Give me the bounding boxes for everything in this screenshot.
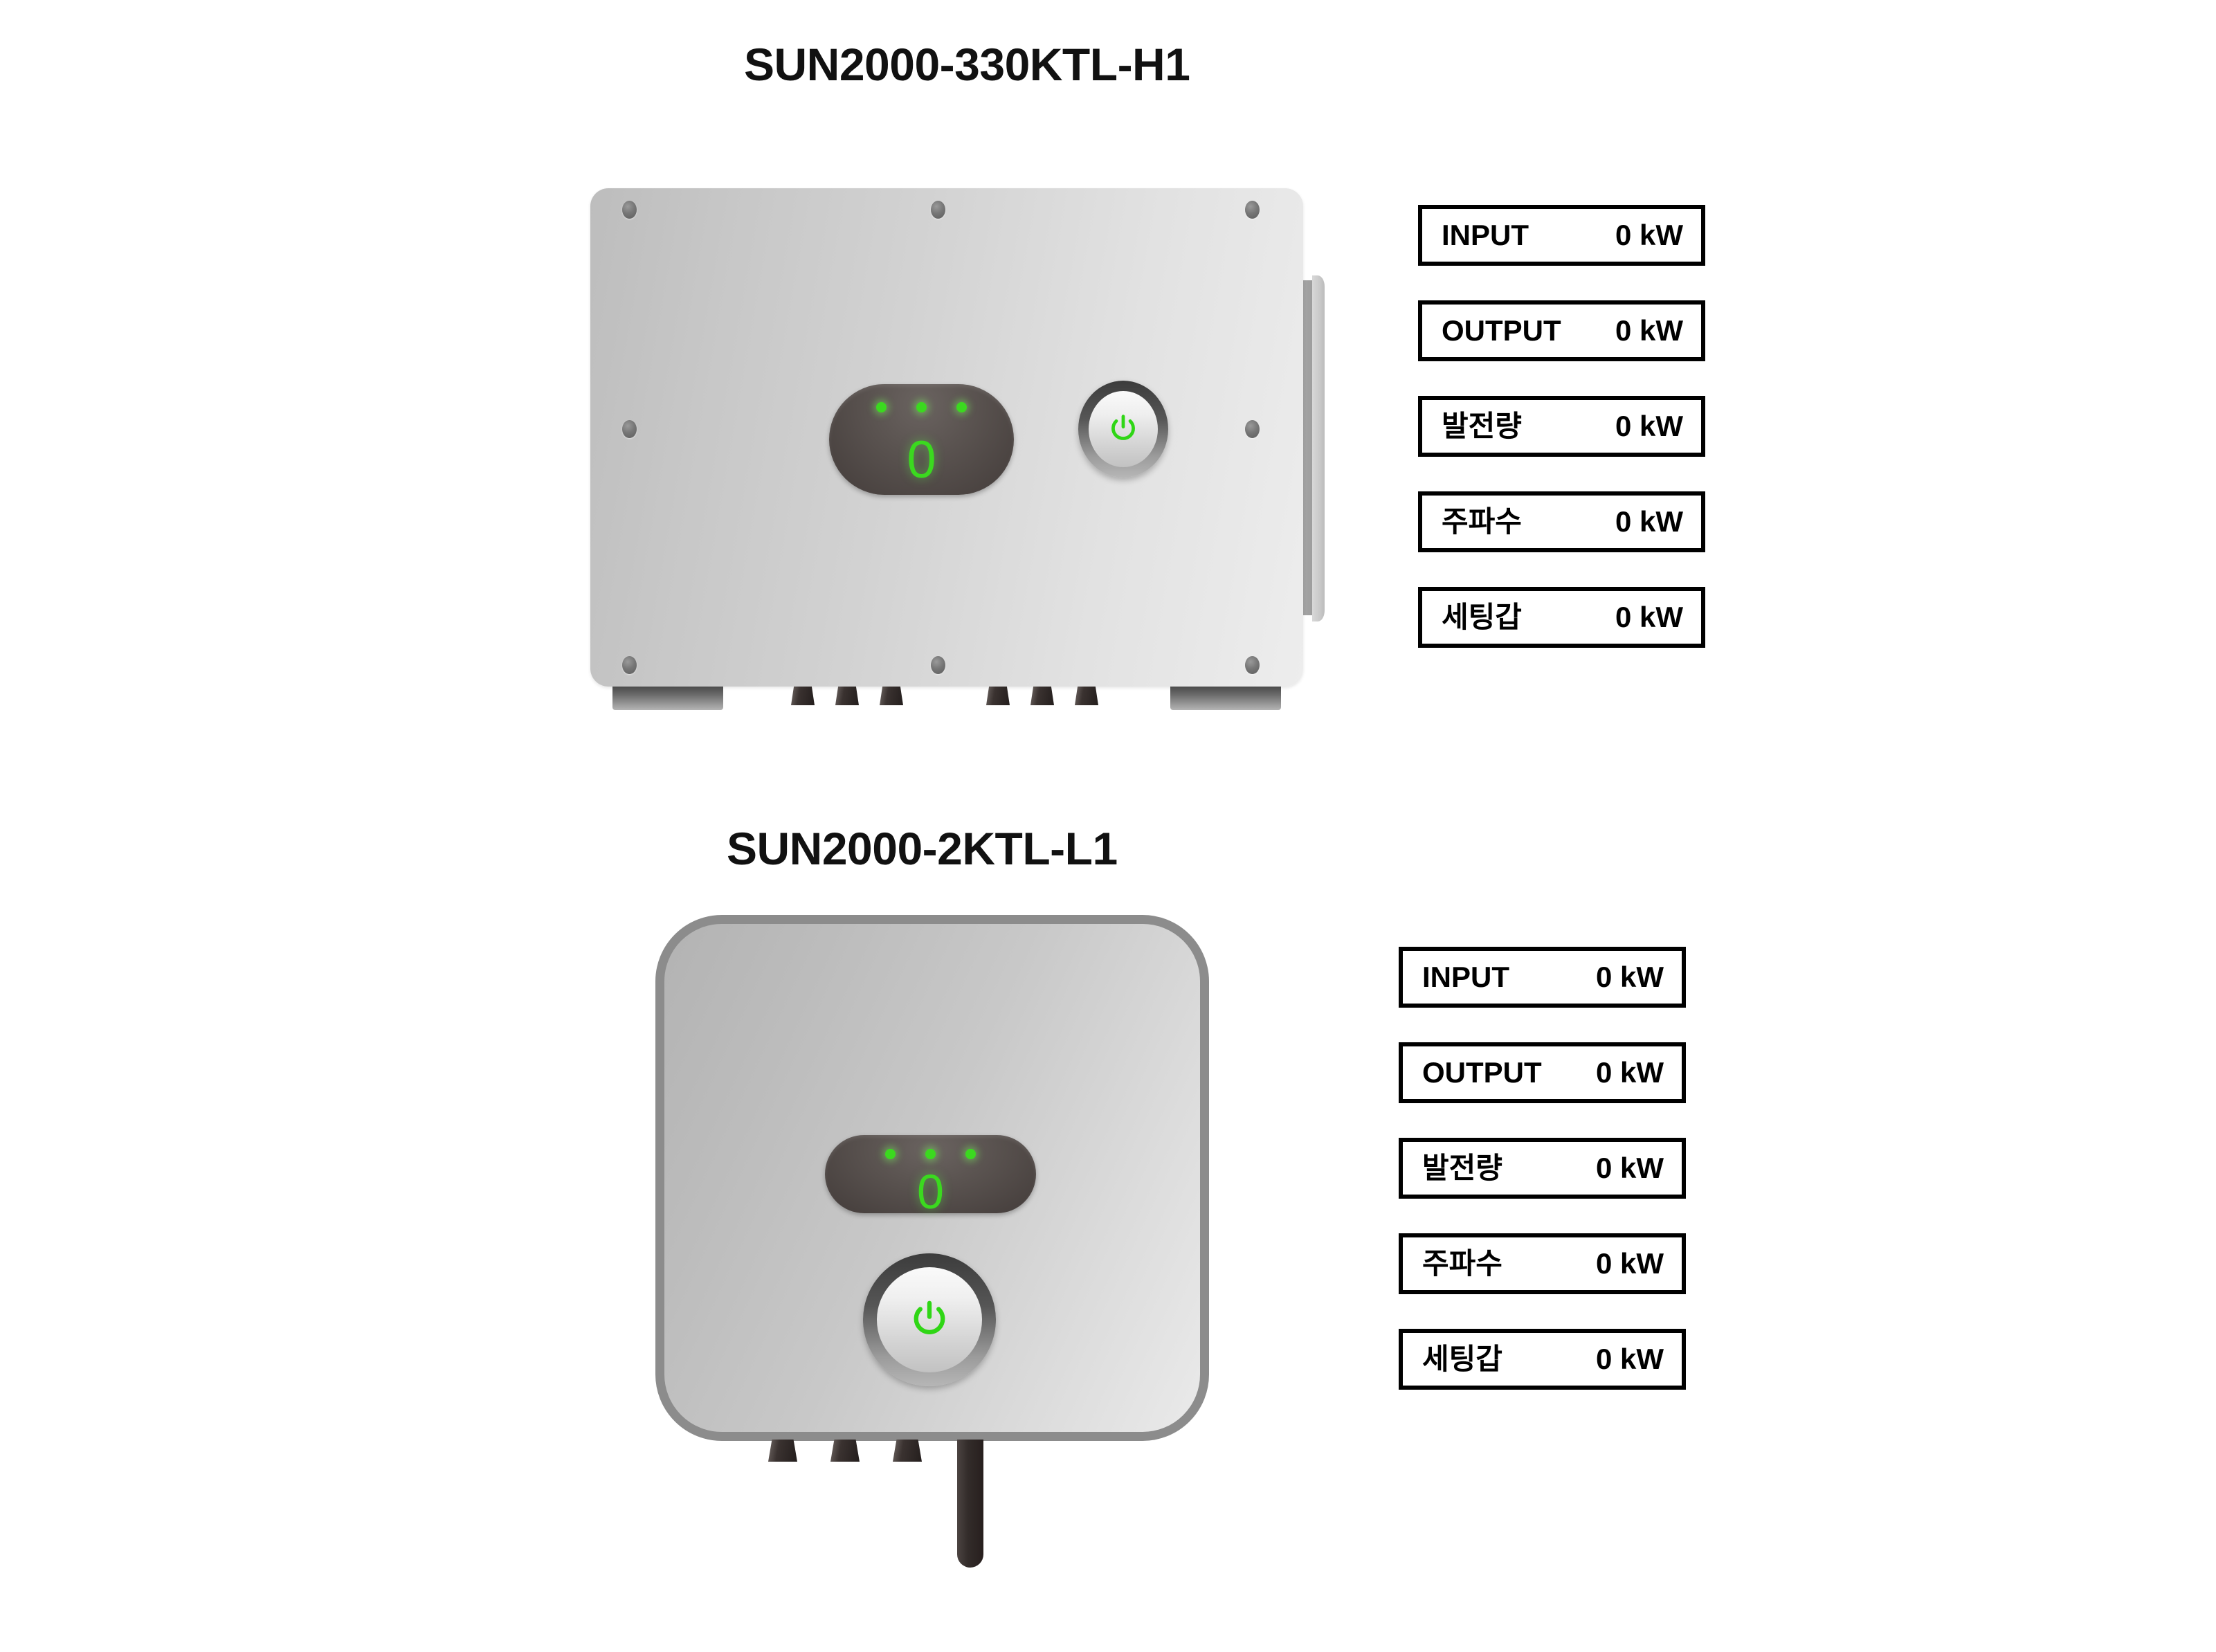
dc-connector [1030, 687, 1054, 705]
screw [1245, 201, 1260, 219]
led-indicator-2 [925, 1149, 936, 1159]
inverter-chassis: 0 [655, 915, 1209, 1441]
screw [1245, 420, 1260, 438]
readout-value: 0 kW [1595, 1343, 1664, 1375]
screw [622, 420, 637, 438]
readout-label: 주파수 [1442, 505, 1522, 538]
dc-connector [893, 1440, 922, 1462]
chassis-foot-right [1170, 687, 1281, 710]
device-title-bottom: SUN2000-2KTL-L1 [727, 823, 1118, 874]
power-icon [914, 1300, 945, 1335]
readout-label: 발전량 [1442, 410, 1522, 442]
readout-label: INPUT [1422, 961, 1509, 993]
readout-label: OUTPUT [1422, 1056, 1542, 1089]
inverter-330ktl-h1: 0 [590, 188, 1338, 728]
readout-row: INPUT 0 kW [1399, 947, 1686, 1008]
dc-connector [986, 687, 1010, 705]
readout-panel-top: INPUT 0 kW OUTPUT 0 kW 발전량 0 kW 주파수 0 kW… [1418, 205, 1705, 648]
readout-value: 0 kW [1615, 410, 1683, 442]
readout-value: 0 kW [1615, 314, 1683, 347]
screw [622, 656, 637, 674]
readout-value: 0 kW [1595, 961, 1664, 993]
readout-label: 세팅갑 [1422, 1343, 1502, 1375]
readout-row: OUTPUT 0 kW [1399, 1042, 1686, 1103]
readout-row: 주파수 0 kW [1399, 1233, 1686, 1294]
readout-value: 0 kW [1595, 1056, 1664, 1089]
dc-connector [1075, 687, 1098, 705]
readout-panel-bottom: INPUT 0 kW OUTPUT 0 kW 발전량 0 kW 주파수 0 kW… [1399, 947, 1686, 1390]
ac-output-cable [957, 1440, 983, 1568]
readout-row: INPUT 0 kW [1418, 205, 1705, 266]
status-display-panel: 0 [825, 1135, 1036, 1219]
dc-connector [791, 687, 815, 705]
readout-row: 주파수 0 kW [1418, 491, 1705, 552]
display-digit: 0 [907, 430, 936, 489]
readout-row: 발전량 0 kW [1418, 396, 1705, 457]
led-indicator-1 [885, 1149, 896, 1159]
dc-connector [768, 1440, 797, 1462]
led-indicator-3 [956, 402, 967, 412]
readout-label: 세팅갑 [1442, 601, 1522, 633]
inverter-2ktl-l1: 0 [655, 915, 1244, 1642]
readout-row: 세팅갑 0 kW [1418, 587, 1705, 648]
inverter-chassis: 0 [590, 188, 1303, 687]
screw [931, 656, 945, 674]
dc-connector [830, 1440, 860, 1462]
readout-row: OUTPUT 0 kW [1418, 300, 1705, 361]
display-digit: 0 [917, 1165, 944, 1219]
screw [931, 201, 945, 219]
dc-connector [835, 687, 859, 705]
power-button-face [1089, 391, 1158, 467]
readout-value: 0 kW [1615, 601, 1683, 633]
status-display-panel: 0 [829, 384, 1014, 495]
led-indicator-2 [916, 402, 927, 412]
power-icon [1111, 415, 1135, 440]
readout-value: 0 kW [1595, 1152, 1664, 1184]
readout-label: 발전량 [1422, 1152, 1502, 1184]
readout-value: 0 kW [1615, 505, 1683, 538]
power-button[interactable] [863, 1253, 996, 1386]
power-button[interactable] [1078, 381, 1168, 478]
power-button-face [877, 1267, 982, 1372]
readout-label: INPUT [1442, 219, 1529, 251]
led-indicator-3 [965, 1149, 976, 1159]
screw [1245, 656, 1260, 674]
chassis-foot-left [612, 687, 723, 710]
dc-connector [880, 687, 903, 705]
screw [622, 201, 637, 219]
led-indicator-1 [876, 402, 887, 412]
readout-value: 0 kW [1595, 1247, 1664, 1280]
readout-row: 발전량 0 kW [1399, 1138, 1686, 1199]
readout-row: 세팅갑 0 kW [1399, 1329, 1686, 1390]
heatsink-fin-edge [1312, 275, 1325, 621]
led-indicator-row [829, 402, 1014, 412]
readout-label: 주파수 [1422, 1247, 1502, 1280]
device-title-top: SUN2000-330KTL-H1 [744, 39, 1190, 90]
readout-label: OUTPUT [1442, 314, 1561, 347]
readout-value: 0 kW [1615, 219, 1683, 251]
led-indicator-row [825, 1149, 1036, 1159]
